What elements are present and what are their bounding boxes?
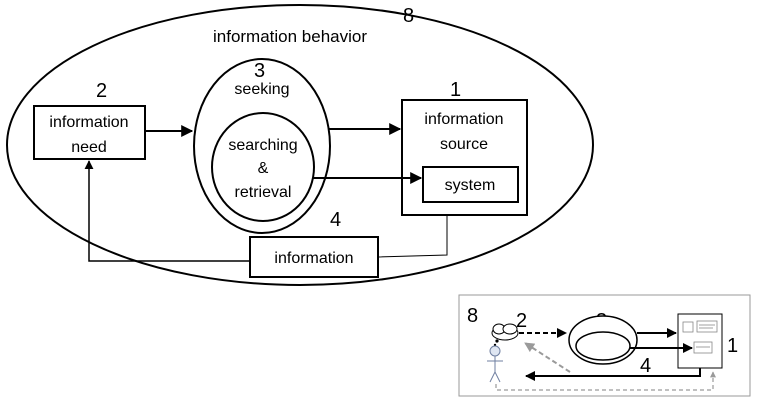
person-icon <box>487 345 503 383</box>
mini-seeking-inner <box>575 331 631 361</box>
information-need-line2: need <box>71 139 107 156</box>
diagram-number-8: 8 <box>403 5 414 27</box>
information-number-4: 4 <box>330 209 341 231</box>
searching-line3: retrieval <box>235 184 292 201</box>
system-box <box>422 166 519 203</box>
mini-information-arrow <box>525 368 701 381</box>
information-source-line1: information <box>424 111 503 128</box>
seeking-number-3: 3 <box>254 60 265 82</box>
mini-grey-diagonal-arrow <box>524 342 571 373</box>
information-to-need-arrow <box>84 160 250 262</box>
mini-number-8: 8 <box>467 305 478 327</box>
information-label: information <box>274 250 353 267</box>
information-behavior-title: information behavior <box>213 27 367 46</box>
information-source-line2: source <box>440 136 488 153</box>
mini-source-icons <box>682 320 718 354</box>
searching-line2: & <box>258 160 269 177</box>
system-label: system <box>445 177 496 194</box>
mini-number-1: 1 <box>727 335 738 357</box>
information-behavior-ellipse <box>6 4 594 286</box>
mini-diagram: 8 2 3 1 4 <box>458 294 751 397</box>
thought-cloud-icon <box>491 323 519 347</box>
information-need-line1: information <box>49 114 128 131</box>
need-number-2: 2 <box>96 80 107 102</box>
mini-number-4: 4 <box>640 355 651 377</box>
searching-retrieval-ellipse <box>211 112 315 222</box>
information-box <box>249 236 379 278</box>
source-number-1: 1 <box>450 79 461 101</box>
mini-source-box <box>677 313 723 369</box>
searching-line1: searching <box>228 137 297 154</box>
seeking-label: seeking <box>234 81 289 98</box>
seeking-ellipse <box>193 58 331 234</box>
source-to-information-line <box>377 215 448 258</box>
information-need-box <box>33 105 146 160</box>
mini-number-2: 2 <box>516 310 527 332</box>
mini-grey-feedback-line <box>495 371 716 391</box>
